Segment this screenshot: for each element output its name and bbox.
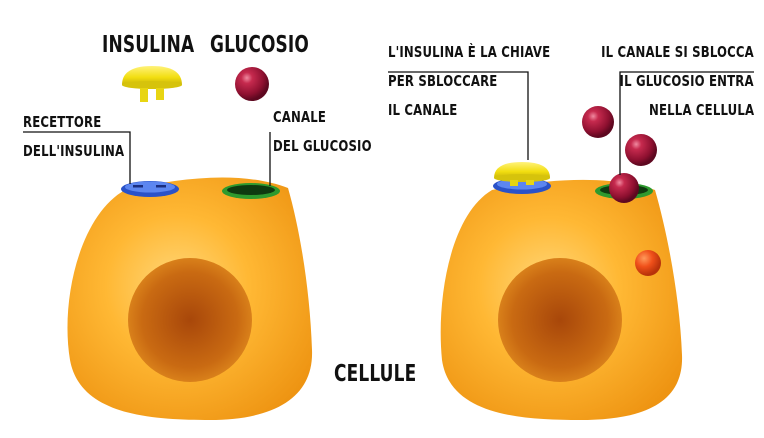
unlock-label-line3: NELLA CELLULA	[648, 101, 754, 119]
glucose-channel-left	[222, 183, 280, 199]
glucose-molecule-1	[582, 106, 614, 138]
channel-label-line2: DEL GLUCOSIO	[273, 137, 372, 155]
unlock-leader-line	[619, 71, 754, 175]
nucleus-right	[498, 258, 622, 382]
glucose-molecule-2	[625, 134, 657, 166]
insulin-receptor-left	[121, 181, 179, 197]
glucose-icon	[235, 67, 269, 101]
unlock-label-line1: IL CANALE SI SBLOCCA	[601, 43, 754, 61]
channel-label-line1: CANALE	[273, 108, 327, 126]
key-label-line2: PER SBLOCCARE	[388, 72, 498, 90]
key-label-line3: IL CANALE	[388, 101, 458, 119]
receptor-leader-line	[23, 131, 131, 184]
cell-left	[67, 177, 313, 420]
key-label-line1: L'INSULINA È LA CHIAVE	[388, 43, 551, 61]
legend-glucose-label: GLUCOSIO	[210, 32, 309, 58]
receptor-label-line2: DELL'INSULINA	[23, 142, 125, 160]
insulin-bound-right	[494, 162, 550, 186]
cell-right	[440, 179, 683, 420]
receptor-label-line1: RECETTORE	[23, 113, 102, 131]
glucose-entering	[609, 173, 639, 203]
nucleus-left	[128, 258, 252, 382]
cells-label: CELLULE	[334, 361, 417, 387]
unlock-label-line2: IL GLUCOSIO ENTRA	[619, 72, 754, 90]
glucose-inside-cell	[635, 250, 661, 276]
insulin-icon	[122, 66, 182, 102]
key-leader-line	[388, 71, 529, 160]
legend-insulin-label: INSULINA	[102, 32, 195, 58]
